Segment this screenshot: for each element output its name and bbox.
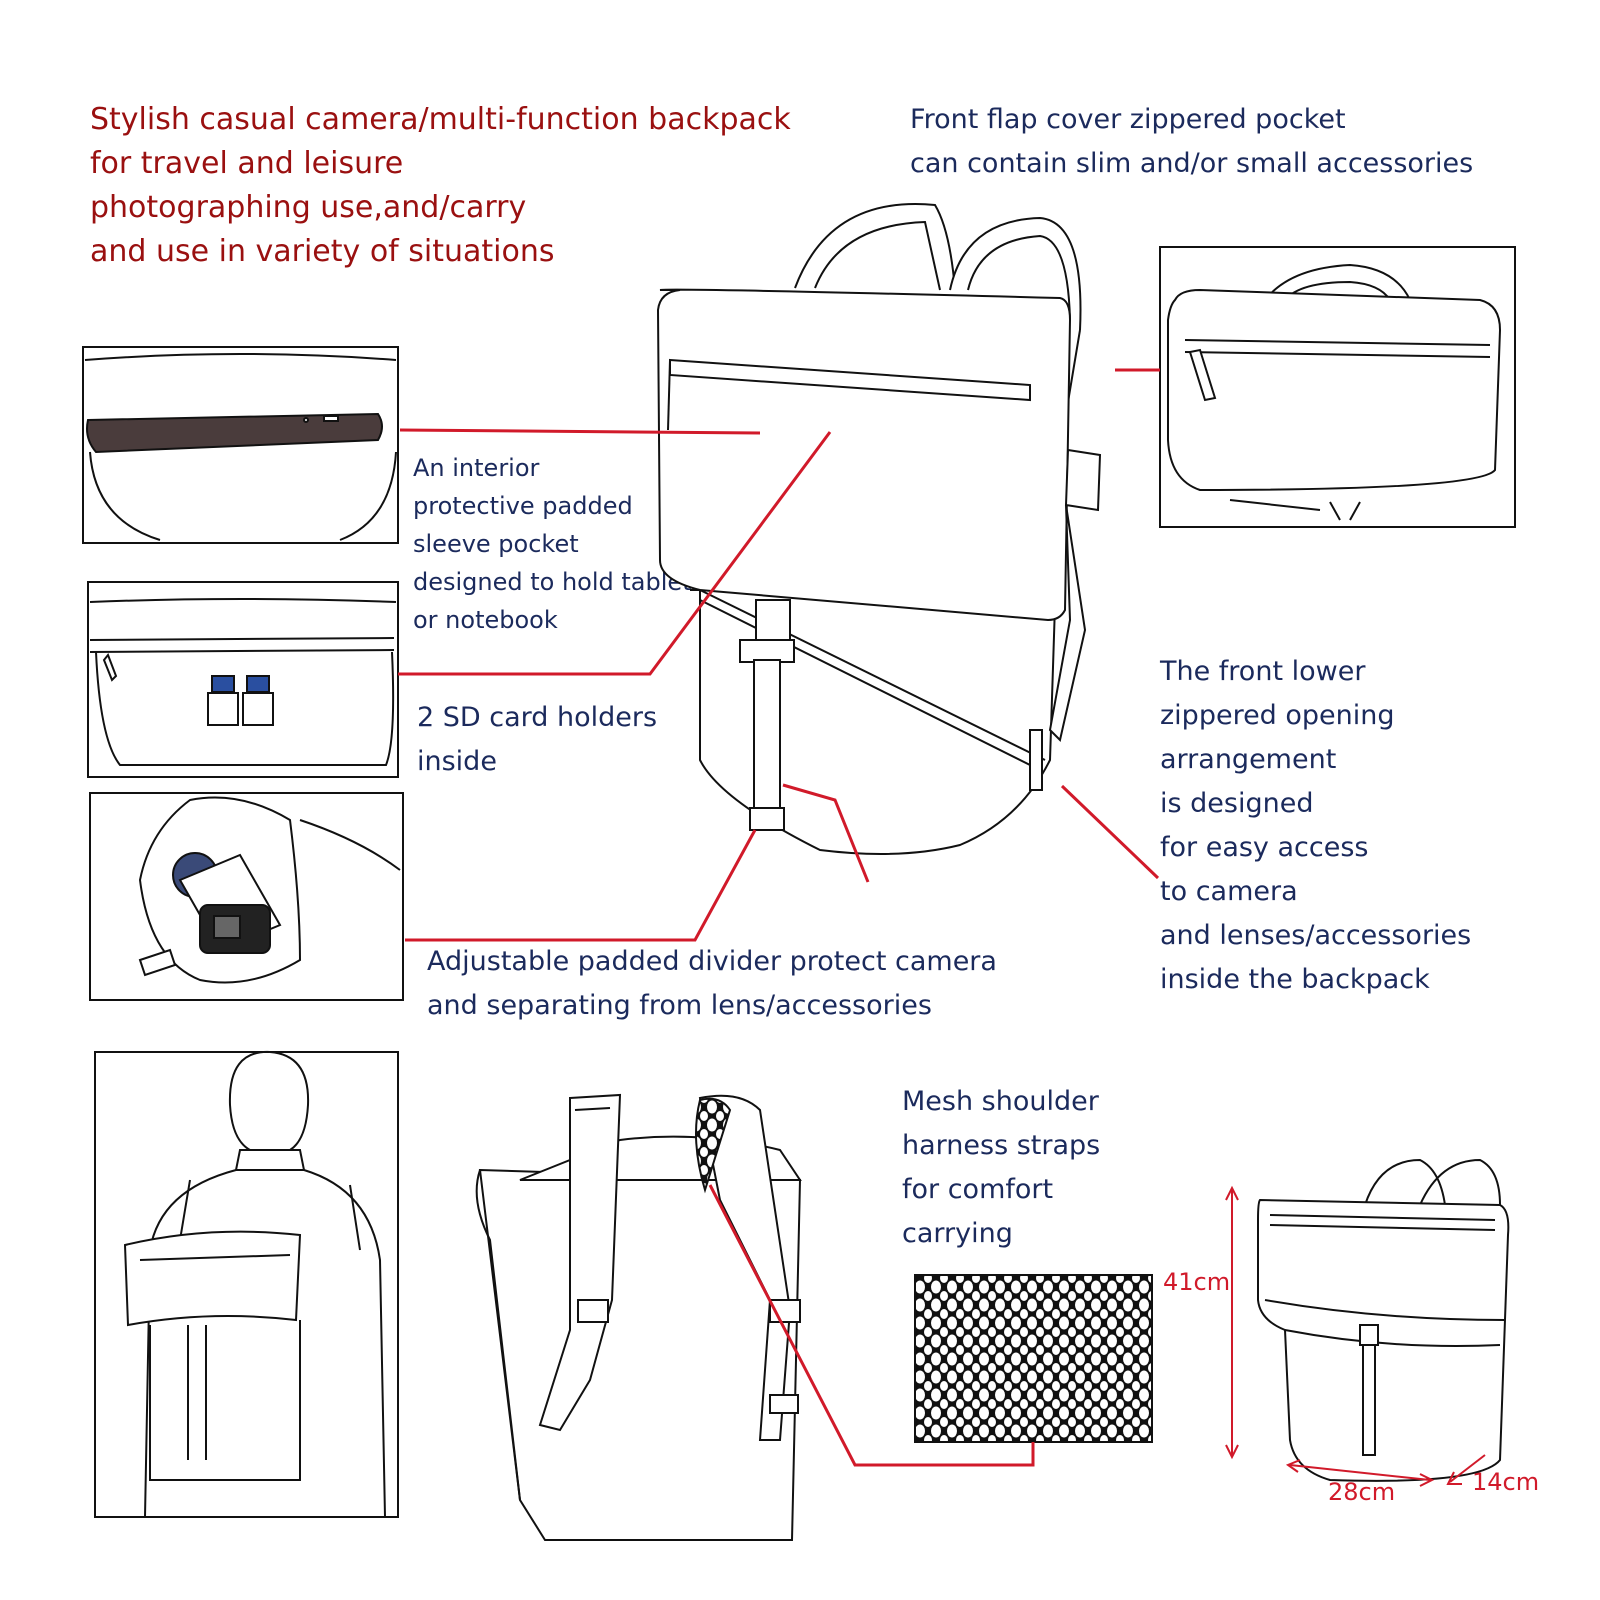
front-lower-line: arrangement	[1160, 744, 1337, 775]
dimension-arrows	[1225, 1185, 1486, 1487]
front-lower-line: for easy access	[1160, 832, 1369, 863]
mesh-callout: Mesh shoulder harness straps for comfort…	[902, 1080, 1100, 1256]
width-dimension-label: 28cm	[1328, 1478, 1396, 1506]
interior-sleeve-line: An interior	[413, 454, 540, 482]
divider-line: and separating from lens/accessories	[427, 990, 932, 1021]
title-line: for travel and leisure	[90, 146, 404, 181]
interior-sleeve-line: or notebook	[413, 606, 558, 634]
mesh-fabric-swatch	[914, 1274, 1153, 1443]
front-lower-line: inside the backpack	[1160, 964, 1430, 995]
front-lower-callout: The front lower zippered opening arrange…	[1160, 650, 1471, 1002]
front-flap-line: can contain slim and/or small accessorie…	[910, 148, 1474, 179]
mesh-line: harness straps	[902, 1130, 1101, 1161]
front-lower-line: The front lower	[1160, 656, 1366, 687]
front-flap-line: Front flap cover zippered pocket	[910, 104, 1346, 135]
title-line: Stylish casual camera/multi-function bac…	[90, 102, 791, 137]
sd-card-line: 2 SD card holders	[417, 702, 658, 733]
interior-sleeve-callout: An interior protective padded sleeve poc…	[413, 449, 692, 639]
divider-callout: Adjustable padded divider protect camera…	[427, 940, 997, 1028]
front-lower-line: to camera	[1160, 876, 1298, 907]
sd-card-callout: 2 SD card holders inside	[417, 696, 657, 784]
callout-lines	[398, 368, 1160, 1467]
front-flap-panel	[1159, 246, 1516, 528]
mesh-line: carrying	[902, 1218, 1013, 1249]
height-dimension-label: 41cm	[1163, 1268, 1231, 1296]
divider-line: Adjustable padded divider protect camera	[427, 946, 997, 977]
front-lower-line: is designed	[1160, 788, 1314, 819]
interior-sleeve-line: protective padded	[413, 492, 633, 520]
sleeve-pocket-panel	[82, 346, 399, 544]
interior-sleeve-line: designed to hold tablet	[413, 568, 692, 596]
rear-backpack	[475, 1093, 802, 1541]
camera-compartment-panel	[89, 792, 404, 1001]
sd-card-panel	[87, 581, 399, 778]
title-callout: Stylish casual camera/multi-function bac…	[90, 98, 791, 274]
mesh-line: for comfort	[902, 1174, 1054, 1205]
front-flap-callout: Front flap cover zippered pocket can con…	[910, 98, 1473, 186]
title-line: and use in variety of situations	[90, 234, 555, 269]
person-wearing-panel	[94, 1050, 399, 1518]
mesh-line: Mesh shoulder	[902, 1086, 1099, 1117]
title-line: photographing use,and/carry	[90, 190, 527, 225]
dimension-backpack	[1257, 1158, 1510, 1482]
front-lower-line: zippered opening	[1160, 700, 1395, 731]
depth-dimension-label: 14cm	[1472, 1468, 1540, 1496]
main-backpack	[656, 203, 1102, 855]
interior-sleeve-line: sleeve pocket	[413, 530, 579, 558]
sd-card-line: inside	[417, 746, 497, 777]
front-lower-line: and lenses/accessories	[1160, 920, 1472, 951]
